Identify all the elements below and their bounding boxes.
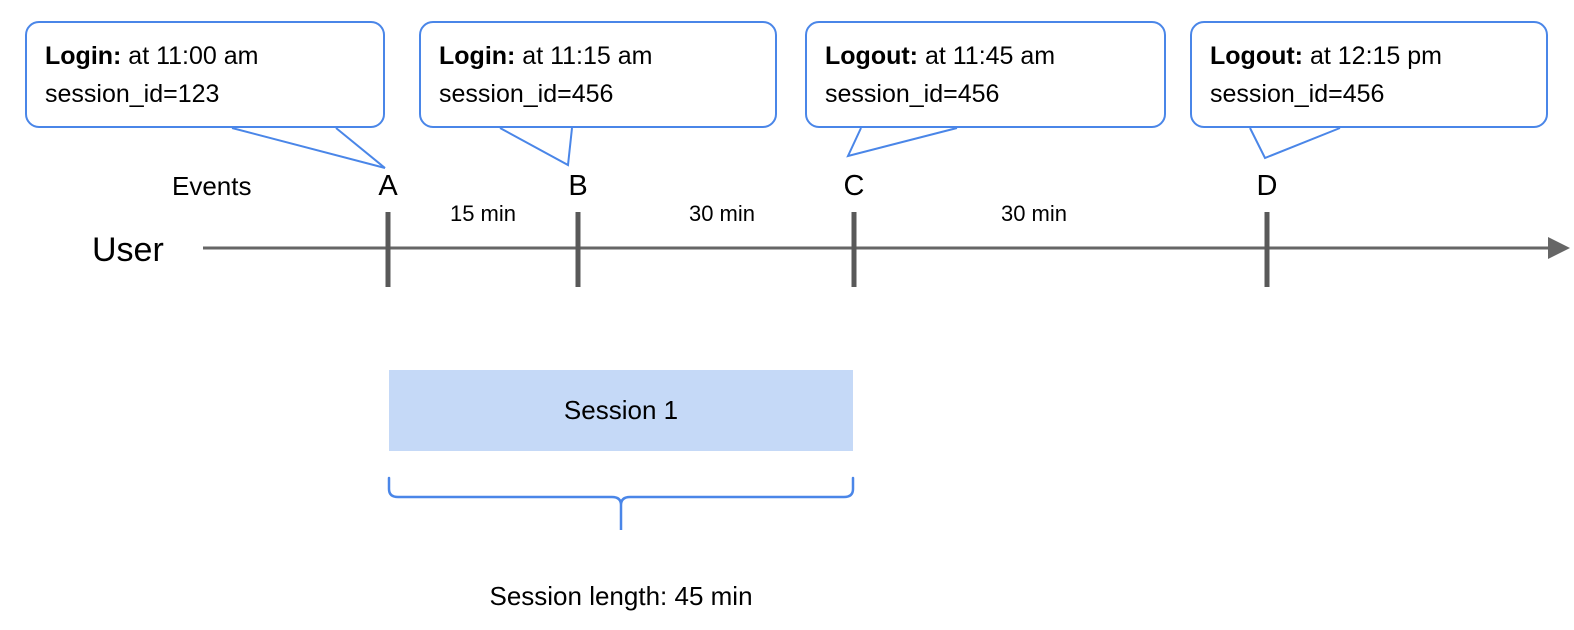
callout-d-label: Logout: xyxy=(1210,42,1304,70)
callout-b-label: Login: xyxy=(439,42,516,70)
interval-label-bc: 30 min xyxy=(688,201,756,226)
callout-d-meta: session_id=456 xyxy=(1210,80,1385,108)
callout-a-meta: session_id=123 xyxy=(45,80,220,108)
callout-c-line1: Logout: at 11:45 am xyxy=(825,37,1146,75)
interval-label-cd: 30 min xyxy=(1000,201,1068,226)
callout-tail-a-edge2 xyxy=(335,127,386,169)
callout-a-label: Login: xyxy=(45,42,122,70)
callout-tail-a-edge1 xyxy=(231,127,386,169)
event-letter-c: C xyxy=(843,170,865,202)
interval-label-ab: 15 min xyxy=(449,201,517,226)
callout-a-line1: Login: at 11:00 am xyxy=(45,37,365,75)
callout-tail-d xyxy=(1249,127,1341,160)
callout-d-line1: Logout: at 12:15 pm xyxy=(1210,37,1528,75)
callout-a-detail: at 11:00 am xyxy=(121,42,259,70)
callout-c-detail: at 11:45 am xyxy=(918,42,1056,70)
session-bar-label: Session 1 xyxy=(563,395,679,425)
callout-event-d: Logout: at 12:15 pm session_id=456 xyxy=(1190,21,1548,128)
event-letter-b: B xyxy=(568,170,588,202)
callout-d-detail: at 12:15 pm xyxy=(1303,42,1442,70)
callout-tail-c xyxy=(846,127,958,158)
event-letter-a: A xyxy=(378,170,398,202)
events-row-label: Events xyxy=(172,171,252,201)
axis-arrow-icon xyxy=(1548,237,1570,259)
callout-b-meta: session_id=456 xyxy=(439,80,614,108)
callout-c-meta: session_id=456 xyxy=(825,80,1000,108)
user-row-label: User xyxy=(92,231,164,269)
session-bar: Session 1 xyxy=(389,370,853,451)
callout-c-label: Logout: xyxy=(825,42,919,70)
callout-event-c: Logout: at 11:45 am session_id=456 xyxy=(805,21,1166,128)
callout-event-a: Login: at 11:00 am session_id=123 xyxy=(25,21,385,128)
callout-b-line1: Login: at 11:15 am xyxy=(439,37,757,75)
session-length-caption: Session length: 45 min xyxy=(489,581,753,611)
callout-b-detail: at 11:15 am xyxy=(515,42,653,70)
callout-event-b: Login: at 11:15 am session_id=456 xyxy=(419,21,777,128)
callout-tail-b xyxy=(499,127,573,167)
brace-path xyxy=(387,476,855,530)
event-letter-d: D xyxy=(1256,170,1278,202)
